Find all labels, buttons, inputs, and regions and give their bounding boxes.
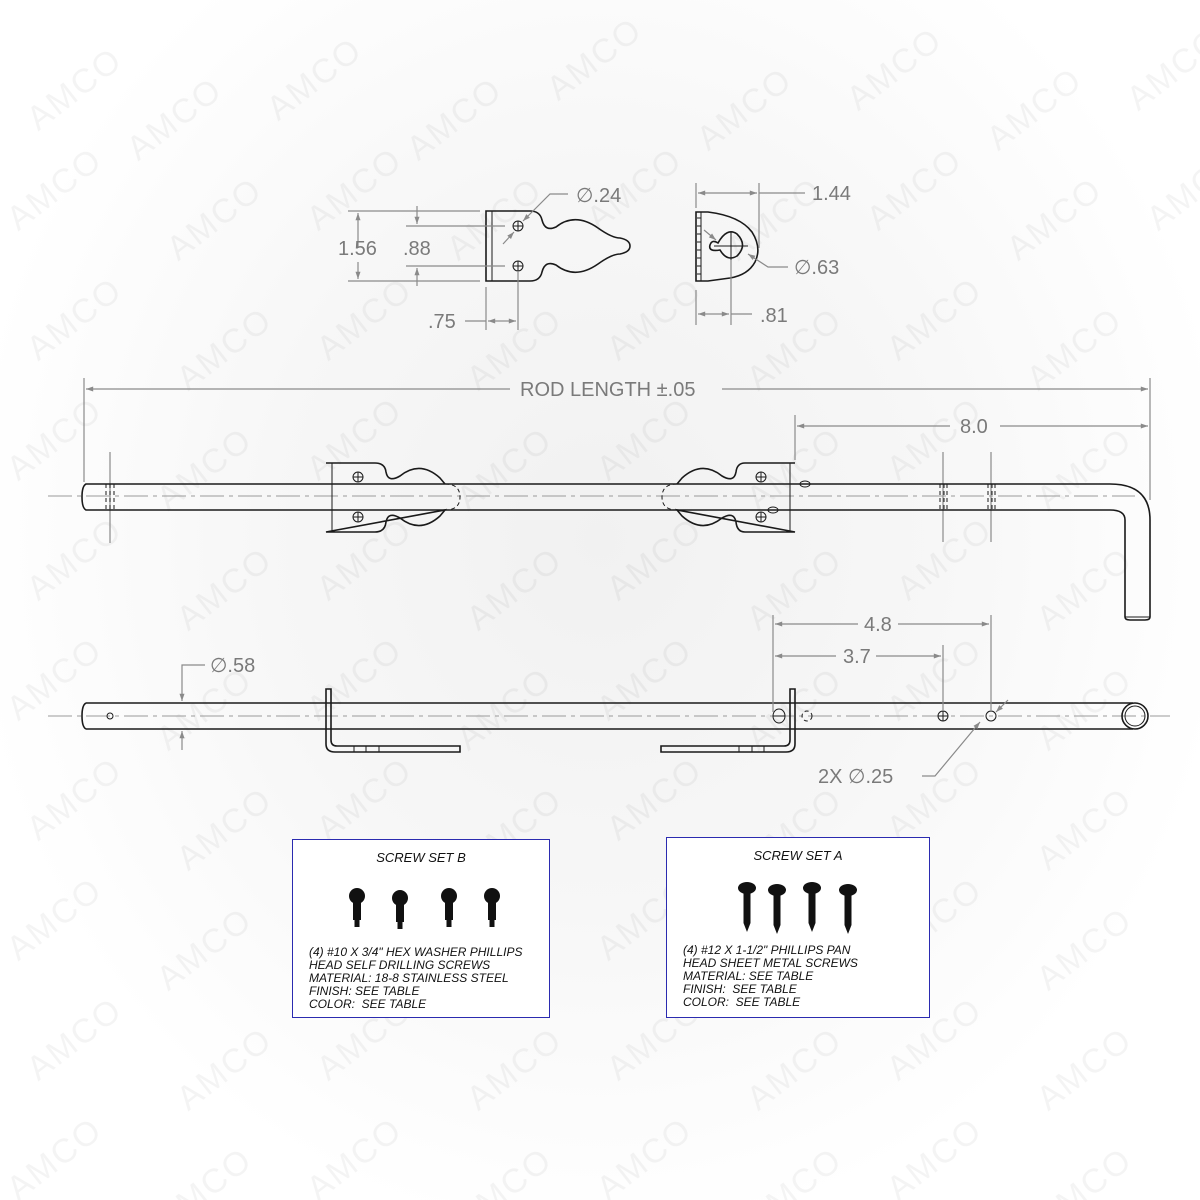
dim-slot-offset: .81: [760, 305, 788, 327]
guide-plate-outline: [485, 210, 631, 282]
keeper-outline: [695, 211, 759, 282]
screw-set-title: SCREW SET B: [376, 850, 466, 865]
dim-handle-offset: 8.0: [960, 416, 988, 438]
side-view: ∅.58 4.8 3.7 2X ∅.25: [48, 614, 1170, 788]
right-guide-plate: [674, 462, 796, 533]
pan-head-screws-icon: [738, 882, 857, 934]
dim-rod-diameter: ∅.58: [210, 655, 255, 677]
dim-hole-diameter: ∅.24: [576, 185, 621, 207]
dim-hole-spacing: .88: [403, 238, 431, 260]
dim-hole-callout: 2X ∅.25: [818, 766, 893, 788]
keyhole-slot: [708, 231, 744, 259]
dim-hole-span-outer: 4.8: [864, 614, 892, 636]
dim-width-overall: 1.44: [812, 183, 851, 205]
screw-set-description: (4) #10 X 3/4" HEX WASHER PHILLIPS HEAD …: [309, 945, 523, 1011]
rod-side: [81, 702, 1133, 730]
screw-set-b-box: SCREW SET B (4) #10 X 3/4" HEX WASHER PH…: [292, 839, 550, 1018]
handle-end: [1121, 702, 1149, 730]
dim-hole-offset: .75: [428, 311, 456, 333]
left-guide-plate: [325, 462, 448, 533]
screw-set-title: SCREW SET A: [753, 848, 843, 863]
dim-slot-diameter: ∅.63: [794, 257, 839, 279]
keeper-view: 1.44 ∅.63 .81: [695, 183, 851, 327]
left-bracket: [325, 688, 461, 753]
hex-washer-screws-icon: [349, 888, 500, 929]
dim-height-overall: 1.56: [338, 238, 377, 260]
right-bracket: [660, 688, 796, 753]
top-view: ROD LENGTH ±.05 8.0: [48, 378, 1151, 621]
guide-plate-view: 1.56 .88 ∅.24 .75: [338, 185, 631, 333]
dim-hole-span-inner: 3.7: [843, 646, 871, 668]
screw-set-description: (4) #12 X 1-1/2" PHILLIPS PAN HEAD SHEET…: [683, 943, 858, 1009]
screw-set-a-box: SCREW SET A (4) #12 X 1-1/2" PHILLIPS PA…: [666, 837, 930, 1018]
rod-body: [81, 483, 1151, 621]
dim-rod-length: ROD LENGTH ±.05: [520, 379, 695, 401]
